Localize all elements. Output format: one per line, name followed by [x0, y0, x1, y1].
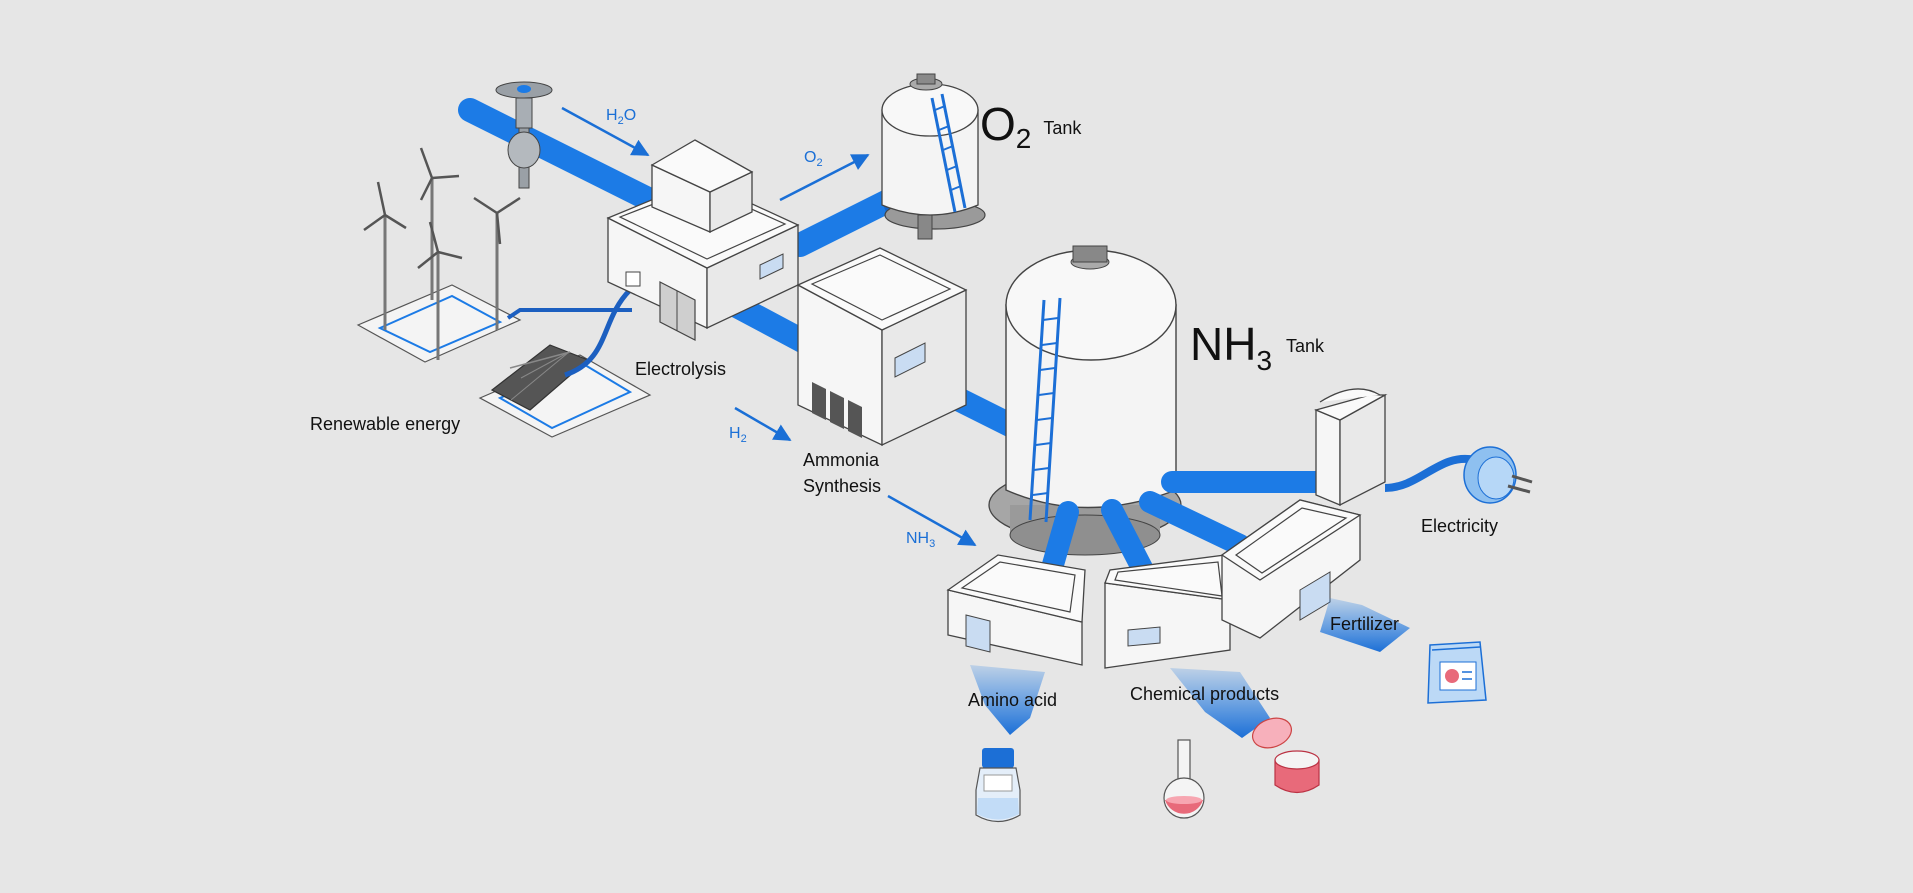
water-tap-icon: [495, 81, 553, 189]
plug-icon: [1463, 446, 1533, 504]
wind-farm: [356, 147, 522, 363]
fertilizer-plant: [1220, 499, 1362, 639]
electricity-cable: [1384, 454, 1476, 492]
ladder-icon: [930, 93, 967, 213]
wind-turbine-icon: [473, 196, 521, 330]
o2-label: O2: [804, 149, 823, 169]
nh3-flow-arrow: [887, 494, 977, 547]
h2o-label: H2O: [606, 107, 636, 127]
fertilizer-output-arrow: [1320, 598, 1410, 652]
ammonia-synthesis-label-2: Synthesis: [803, 476, 881, 496]
solar-panel-icon: [478, 344, 652, 438]
ammonia-synthesis-building: [796, 247, 968, 447]
h2-label: H2: [729, 425, 747, 445]
renewable-energy-label: Renewable energy: [310, 414, 460, 434]
o2-flow-arrow: [779, 153, 870, 202]
electricity-label: Electricity: [1421, 516, 1498, 536]
o2-tank: [881, 73, 986, 240]
ammonia-synthesis-label-1: Ammonia: [803, 450, 880, 470]
nh3-label: NH3: [906, 530, 935, 550]
cream-jar-icon: [1252, 717, 1320, 794]
h2o-flow-arrow: [561, 106, 650, 157]
wind-turbine-icon: [417, 221, 463, 360]
fertilizer-bag-icon: [1427, 641, 1487, 704]
h2-flow-arrow: [734, 406, 792, 442]
chemical-products-plant: [1104, 554, 1231, 669]
electrolysis-label: Electrolysis: [635, 359, 726, 379]
fertilizer-label: Fertilizer: [1330, 614, 1399, 634]
wind-turbine-icon: [419, 147, 460, 300]
distribution-pipes: [1041, 471, 1336, 579]
power-cable: [564, 288, 632, 378]
flask-icon: [1163, 739, 1205, 819]
electrolysis-building: [606, 139, 800, 341]
amino-output-arrow: [970, 665, 1045, 735]
bottle-icon: [975, 748, 1021, 823]
chemical-products-label: Chemical products: [1130, 684, 1279, 704]
water-pipe: [458, 98, 672, 217]
ladder-icon: [1028, 297, 1062, 523]
amino-acid-label: Amino acid: [968, 690, 1057, 710]
power-generator-building: [1314, 388, 1388, 507]
amino-acid-plant: [946, 554, 1086, 666]
chemical-output-arrow: [1170, 668, 1270, 738]
wind-turbine-icon: [363, 181, 407, 330]
